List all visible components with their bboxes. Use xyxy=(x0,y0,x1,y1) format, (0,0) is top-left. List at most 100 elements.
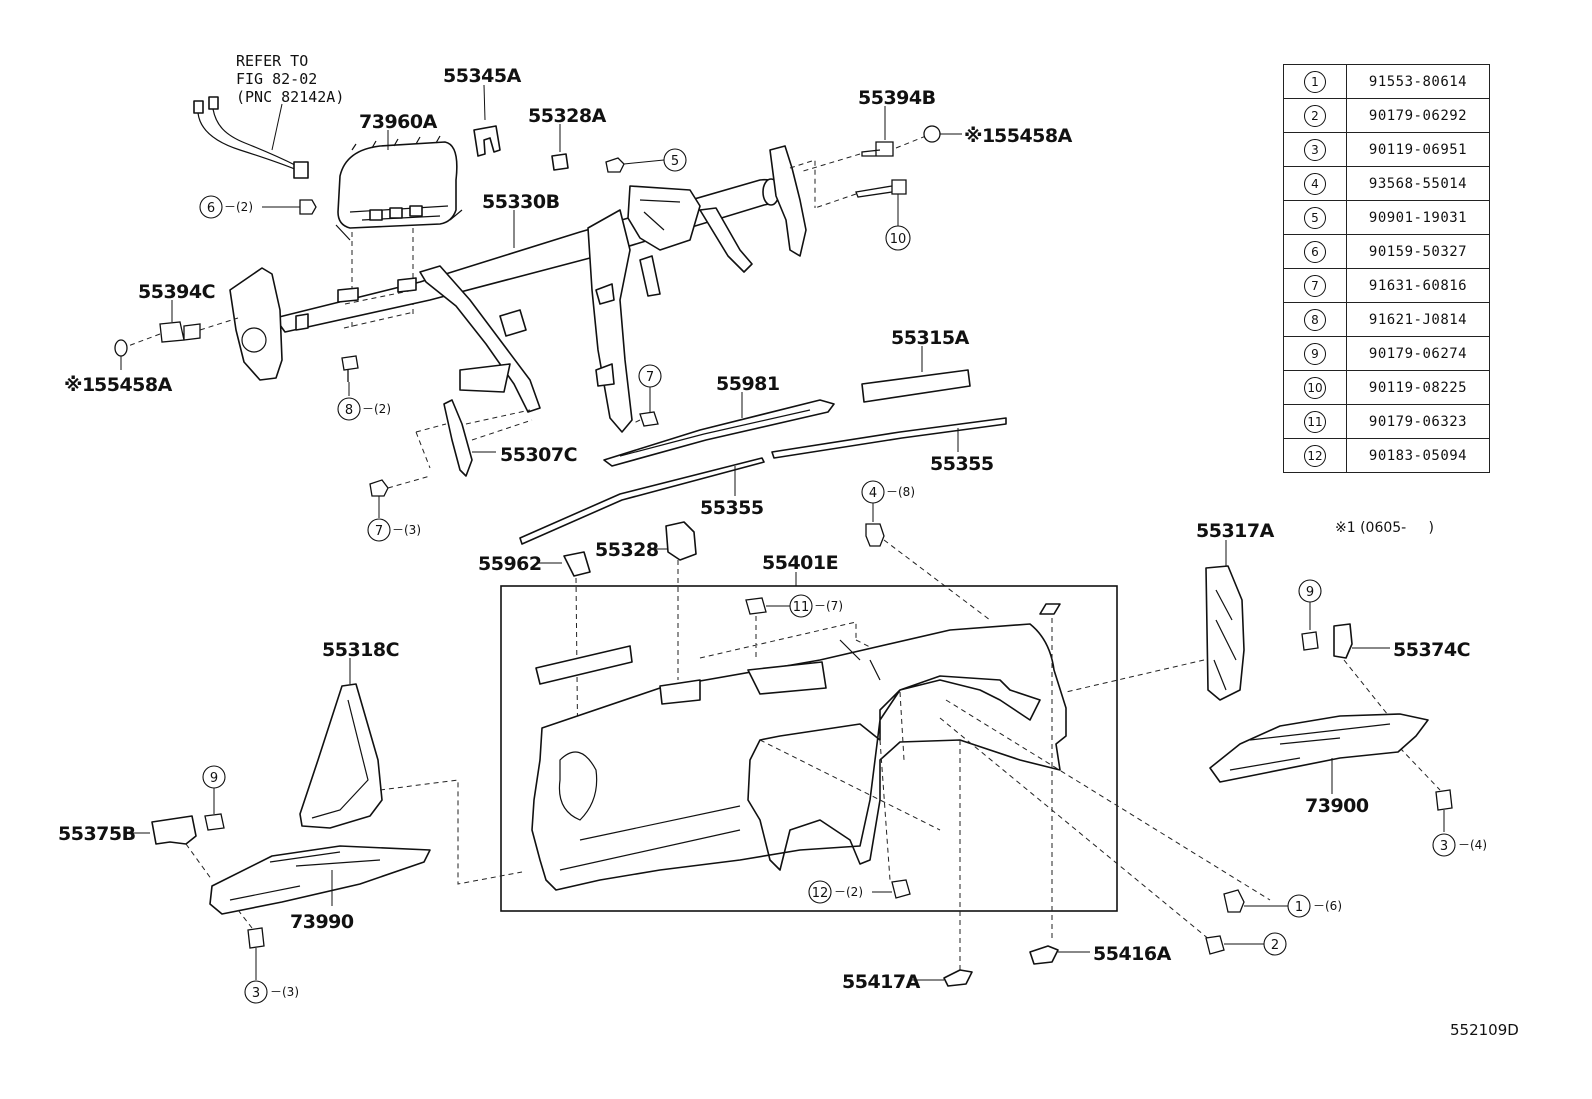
screw-7-upper xyxy=(639,411,659,427)
parts-table-row: 4 93568-55014 xyxy=(1283,166,1490,201)
parts-table-row: 12 90183-05094 xyxy=(1283,438,1490,473)
callout-5-number: 5 xyxy=(671,154,679,169)
bracket-55416A xyxy=(1029,945,1059,965)
parts-table-key: 10 xyxy=(1283,370,1347,405)
callout-10-number: 10 xyxy=(890,232,907,247)
parts-table-part-number: 90183-05094 xyxy=(1346,438,1490,473)
screw-3-right xyxy=(1435,789,1453,811)
reference-note: REFER TO FIG 82-02 (PNC 82142A) xyxy=(236,52,344,151)
vent-55962 xyxy=(563,551,591,577)
parts-table-key-circle: 2 xyxy=(1304,104,1326,127)
nut-8 xyxy=(341,355,359,382)
callout-7: 7 xyxy=(638,364,662,388)
callout-6-qty: －(2) xyxy=(224,200,253,214)
reference-note-line-2: FIG 82-02 xyxy=(236,70,317,88)
callout-4-qty-8: 4 －(8) xyxy=(861,480,915,504)
bracket-55375B xyxy=(151,815,197,845)
label-55417A: 55417A xyxy=(842,971,921,993)
parts-table-part-number: 90179-06323 xyxy=(1346,404,1490,439)
callout-1-number: 1 xyxy=(1295,900,1303,915)
screw-3-left xyxy=(247,927,265,949)
reference-note-line-3: (PNC 82142A) xyxy=(236,88,344,106)
parts-table-key-circle: 7 xyxy=(1304,274,1326,297)
instrument-panel-reinforcement-55330B xyxy=(229,145,807,433)
clip-4 xyxy=(865,523,885,547)
washer-55458A-top xyxy=(923,125,941,143)
washer-55458A-left xyxy=(114,339,128,357)
nut-9-left xyxy=(204,813,225,831)
callout-11-qty: －(7) xyxy=(814,599,843,613)
label-55394B: 55394B xyxy=(858,87,936,109)
label-55318C: 55318C xyxy=(322,639,399,661)
label-55962: 55962 xyxy=(478,553,542,575)
callout-3-qty-4: 3 －(4) xyxy=(1432,833,1487,857)
label-55328A: 55328A xyxy=(528,105,607,127)
parts-table-part-number: 90119-08225 xyxy=(1346,370,1490,405)
callout-11-qty-7: 11 －(7) xyxy=(789,594,843,618)
parts-table-key: 9 xyxy=(1283,336,1347,371)
label-55375B: 55375B xyxy=(58,823,136,845)
parts-table-key-circle: 10 xyxy=(1304,376,1326,399)
callout-9-left: 9 xyxy=(202,765,226,789)
parts-table-key-circle: 3 xyxy=(1304,138,1326,161)
airbag-wiring-harness xyxy=(193,96,309,179)
box-55401E xyxy=(500,585,1118,912)
bracket-55328 xyxy=(665,521,697,561)
parts-table-row: 7 91631-60816 xyxy=(1283,268,1490,303)
reference-note-line-1: REFER TO xyxy=(236,52,308,70)
parts-table-key-circle: 1 xyxy=(1304,70,1326,93)
parts-table-row: 10 90119-08225 xyxy=(1283,370,1490,405)
callout-2-number: 2 xyxy=(1271,938,1279,953)
callout-9-right: 9 xyxy=(1298,579,1322,603)
parts-table-key-circle: 5 xyxy=(1304,206,1326,229)
bolt-10 xyxy=(855,179,907,198)
nut-2 xyxy=(1205,935,1225,955)
callout-2: 2 xyxy=(1263,932,1287,956)
parts-table-part-number: 90901-19031 xyxy=(1346,200,1490,235)
label-55317A: 55317A xyxy=(1196,520,1275,542)
callout-7a-number: 7 xyxy=(646,370,654,385)
callout-3b-number: 3 xyxy=(252,986,260,1001)
label-55328: 55328 xyxy=(595,539,659,561)
glove-box-73990 xyxy=(209,845,431,915)
bracket-55307C xyxy=(443,399,473,477)
parts-table-key-circle: 4 xyxy=(1304,172,1326,195)
callout-12-number: 12 xyxy=(812,886,829,901)
label-55401E: 55401E xyxy=(762,552,838,574)
clip-12 xyxy=(891,879,911,899)
bracket-55374C xyxy=(1333,623,1353,659)
label-55458A-top: 55458A xyxy=(994,125,1073,147)
label-55416A: 55416A xyxy=(1093,943,1172,965)
clip-1 xyxy=(1223,889,1245,913)
callout-6-qty-2: 6 －(2) xyxy=(199,195,317,219)
callout-3a-qty: －(4) xyxy=(1458,838,1487,852)
parts-table-key: 12 xyxy=(1283,438,1347,473)
label-73900: 73900 xyxy=(1305,795,1369,817)
parts-table-key-circle: 8 xyxy=(1304,308,1326,331)
parts-table-key-circle: 6 xyxy=(1304,240,1326,263)
label-55355-right: 55355 xyxy=(930,453,994,475)
parts-table-key: 7 xyxy=(1283,268,1347,303)
callout-3a-number: 3 xyxy=(1440,839,1448,854)
callout-3-qty-3: 3 －(3) xyxy=(244,980,299,1004)
parts-table-key: 3 xyxy=(1283,132,1347,167)
callout-11-number: 11 xyxy=(793,600,810,615)
parts-table-part-number: 91621-J0814 xyxy=(1346,302,1490,337)
parts-table-part-number: 91631-60816 xyxy=(1346,268,1490,303)
label-73960A: 73960A xyxy=(359,111,438,133)
glove-box-73900 xyxy=(1209,713,1429,783)
parts-table-key-circle: 12 xyxy=(1304,444,1326,467)
callout-3b-qty: －(3) xyxy=(270,985,299,999)
passenger-airbag-73960A xyxy=(335,135,463,241)
label-55307C: 55307C xyxy=(500,444,577,466)
parts-table-part-number: 93568-55014 xyxy=(1346,166,1490,201)
clip-55328A xyxy=(551,153,569,171)
callout-4-number: 4 xyxy=(869,486,877,501)
parts-table-key: 8 xyxy=(1283,302,1347,337)
